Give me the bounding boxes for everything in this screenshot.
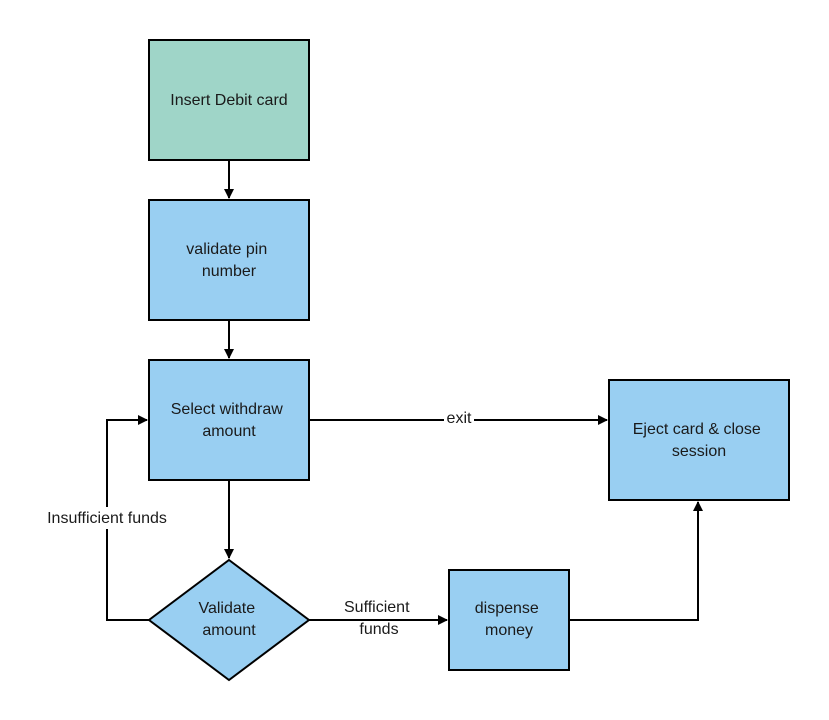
validate-pin-label: validate pin number	[186, 241, 271, 280]
dispense-money-line1: dispense	[475, 600, 539, 617]
dispense-money-box	[448, 569, 570, 671]
validate-pin-line1: validate pin	[186, 241, 267, 258]
node-validate-amount: Validate amount	[147, 558, 311, 682]
insert-card-box	[148, 39, 310, 161]
sufficient-funds-line2: funds	[359, 621, 398, 638]
eject-card-line2: session	[672, 443, 726, 460]
eject-card-line1: Eject card & close	[633, 421, 761, 438]
validate-pin-box	[148, 199, 310, 321]
select-amount-line1: Select withdraw	[171, 401, 283, 418]
dispense-money-line2: money	[485, 622, 533, 639]
exit-label: exit	[447, 410, 472, 427]
validate-pin-line2: number	[202, 263, 257, 280]
edge-dispense-to-eject	[569, 501, 703, 621]
select-amount-box	[148, 359, 310, 481]
insufficient-funds-label: Insufficient funds	[47, 510, 167, 527]
select-amount-line2: amount	[202, 423, 256, 440]
validate-amount-line1: Validate	[198, 600, 255, 617]
eject-card-label: Eject card & close session	[633, 421, 766, 460]
validate-amount-label: Validate amount	[198, 600, 259, 639]
exit-label-bg	[444, 409, 474, 427]
sufficient-funds-label: Sufficient funds	[344, 599, 414, 638]
node-insert-card: Insert Debit card	[148, 39, 310, 161]
insert-card-label: Insert Debit card	[170, 92, 287, 109]
eject-card-box	[608, 379, 790, 501]
dispense-money-label: dispense money	[475, 600, 544, 639]
select-amount-label: Select withdraw amount	[171, 401, 288, 440]
node-dispense-money: dispense money	[448, 569, 570, 671]
validate-amount-line2: amount	[202, 622, 256, 639]
node-eject-card: Eject card & close session	[608, 379, 790, 501]
sufficient-funds-line1: Sufficient	[344, 599, 410, 616]
insufficient-label-bg	[38, 507, 178, 529]
validate-amount-diamond	[147, 558, 311, 682]
node-select-amount: Select withdraw amount	[148, 359, 310, 481]
node-validate-pin: validate pin number	[148, 199, 310, 321]
